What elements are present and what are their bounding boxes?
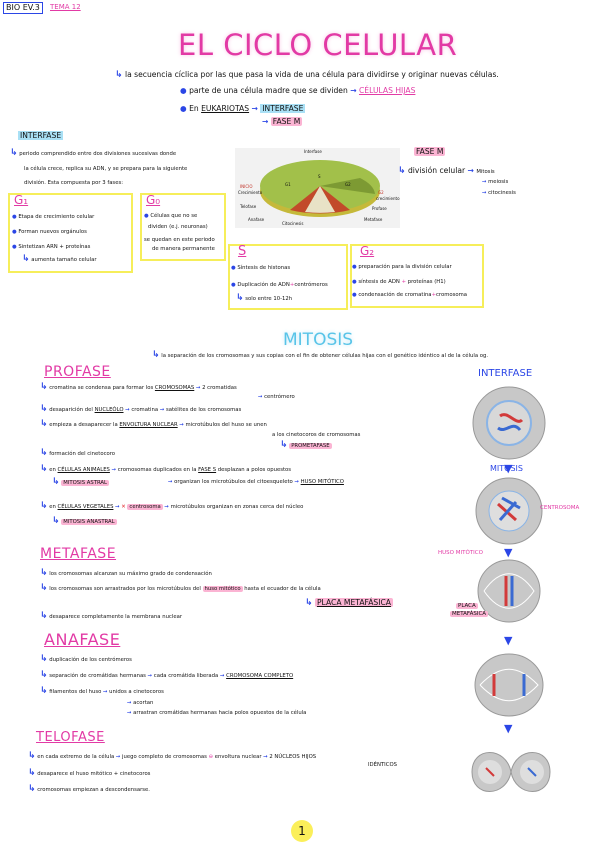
metafase-line-3: ↳ desaparece completamente la membrana n… [40, 611, 183, 621]
mitosis-heading: MITOSIS [283, 330, 354, 350]
g1-box [8, 193, 133, 273]
fasem-item-2: → meiosis [482, 179, 509, 185]
profase-prometafase: ↳ PROMETAFASE [280, 440, 332, 450]
profase-line-4: ↳ formación del cinetocoro [40, 448, 116, 458]
cycle-label-citoc: Citocinesis [282, 221, 304, 226]
g2-line-2: ● síntesis de ADN + proteínas (H1) [352, 279, 446, 285]
rc-centrosoma-label: CENTROSOMA [540, 505, 580, 511]
anafase-line-3: ↳ filamentos del huso → unidos a cinetoc… [40, 686, 164, 696]
g1-line-4: ↳ aumenta tamaño celular [22, 254, 97, 264]
anafase-heading: ANAFASE [44, 630, 121, 649]
cycle-label-g1: G1 [285, 182, 291, 187]
profase-heading: PROFASE [44, 364, 111, 380]
intro-bullet-2: ● En EUKARIOTAS → INTERFASE [180, 104, 306, 113]
telofase-line-1b: IDÉNTICOS [368, 762, 397, 768]
profase-mitosis-astral: ↳ MITOSIS ASTRAL [52, 477, 110, 487]
intro-line: ↳ la secuencia cíclica por las que pasa … [115, 70, 499, 80]
telofase-line-1: ↳ en cada extremo de la célula → juego c… [28, 751, 317, 761]
subject-tag: BIO EV.3 [3, 2, 43, 14]
profase-line-3: ↳ empieza a desaparecer la ENVOLTURA NUC… [40, 419, 267, 429]
metafase-line-2: ↳ los cromosomas son arrastrados por los… [40, 583, 321, 593]
cell-cycle-diagram [235, 148, 400, 228]
g1-title: G₁ [14, 193, 29, 207]
rc-interfase-label: INTERFASE [478, 368, 533, 379]
g2-line-1: ● preparación para la división celular [352, 264, 452, 270]
interfase-desc-3: división. Esta compuesta por 3 fases: [24, 180, 123, 186]
profase-line-3b: a los cinetocoros de cromosomas [272, 432, 361, 438]
anafase-line-3c: → arrastran cromátidas hermanas hacia po… [127, 710, 307, 716]
profase-line-1: ↳ cromatina se condensa para formar los … [40, 382, 237, 392]
profase-mitosis-anastral: ↳ MITOSIS ANASTRAL [52, 516, 117, 526]
anafase-line-3b: → acortan [127, 700, 154, 706]
interfase-desc-2: la célula crece, replica su ADN, y se pr… [24, 166, 188, 172]
profase-line-2: ↳ desaparición del NUCLEÓLO → cromatina … [40, 404, 242, 414]
interfase-desc-1: ↳ periodo comprendido entre dos division… [10, 148, 177, 158]
cycle-label-s: S [318, 174, 321, 179]
telofase-line-2: ↳ desaparece el huso mitótico + cinetoco… [28, 768, 151, 778]
profase-line-5: ↳ en CÉLULAS ANIMALES → cromosomas dupli… [40, 464, 292, 474]
arrow-1: ▼ [504, 462, 513, 475]
rc-placa-label-2: METAFÁSICA [450, 611, 489, 617]
mitosis-desc: ↳ la separación de los cromosomas y sus … [152, 350, 489, 360]
cycle-label-g2b-2: crecimiento [376, 196, 400, 201]
g0-title: G₀ [146, 193, 161, 207]
s-box [228, 244, 348, 310]
g1-line-3: ● Sintetizan ARN + proteínas [12, 244, 91, 250]
cycle-label-telofase: Telofase [240, 204, 257, 209]
metafase-heading: METAFASE [40, 546, 117, 562]
cycle-label-inicio-2: Crecimiento [238, 190, 263, 195]
rc-placa-label-1: PLACA [456, 603, 478, 609]
g0-line-2: dividen (e.j. neuronas) [148, 224, 208, 230]
g2-line-3: ● condensación de cromatina+cromosoma [352, 292, 468, 298]
g1-line-2: ● Forman nuevos orgánulos [12, 229, 87, 235]
metafase-line-1: ↳ los cromosomas alcanzan su máximo grad… [40, 568, 212, 578]
g2-box [350, 244, 484, 308]
fasem-label: ↳ división celular → Mitosis [398, 166, 495, 176]
telofase-line-3: ↳ cromosomas empiezan a descondensarse. [28, 784, 150, 794]
cell-profase-image [475, 477, 543, 545]
s-line-1: ● Síntesis de histonas [231, 265, 291, 271]
intro-fasem: → FASE M [262, 117, 303, 126]
cycle-label-anafase: Anafase [248, 217, 265, 222]
s-line-2: ● Duplicación de ADN+centrómeros [231, 282, 328, 288]
page-title: EL CICLO CELULAR [178, 28, 458, 62]
arrow-4: ▼ [504, 722, 513, 735]
anafase-line-1: ↳ duplicación de los centrómeros [40, 654, 132, 664]
cell-interfase-image [472, 386, 546, 460]
profase-line-6: ↳ en CÉLULAS VEGETALES → ✕ centrosoma → … [40, 501, 304, 511]
arrow-3: ▼ [504, 634, 513, 647]
interfase-heading: INTERFASE [18, 131, 64, 140]
cycle-label-g2b: G2 [378, 190, 384, 195]
topic-tag: TEMA 12 [50, 3, 81, 11]
cycle-label-inicio: INICIO [240, 184, 253, 189]
profase-line-5b: → organizan los microtúbulos del citoesq… [168, 479, 344, 485]
cell-anafase-image [474, 653, 544, 717]
cycle-label-top: Interfase [304, 149, 322, 154]
cycle-label-g2: G2 [345, 182, 351, 187]
g1-line-1: ● Etapa de crecimiento celular [12, 214, 95, 220]
cycle-label-profase: Profase [372, 206, 387, 211]
g2-title: G₂ [360, 244, 375, 258]
cell-telofase-image [471, 752, 551, 792]
rc-huso-label: HUSO MITÓTICO [438, 550, 483, 556]
arrow-2: ▼ [504, 546, 513, 559]
intro-bullet-1: ● parte de una célula madre que se divid… [180, 86, 416, 95]
rc-mitosis-label: MITOSIS [490, 464, 523, 473]
anafase-line-2: ↳ separación de cromátidas hermanas → ca… [40, 670, 294, 680]
s-line-3: ↳ solo entre 10-12h [236, 293, 293, 303]
cell-metafase-image [477, 559, 541, 623]
metafase-placa: ↳ PLACA METAFÁSICA [305, 598, 393, 608]
g0-line-1: ● Células que no se [144, 213, 198, 219]
cycle-label-metafase: Metafase [364, 217, 383, 222]
g0-box [140, 193, 226, 261]
s-title: S [238, 244, 247, 259]
profase-line-1b: → centrómero [258, 394, 295, 400]
g0-line-3: se quedan en este periodo [144, 237, 215, 243]
g0-line-4: de manera permanente [152, 246, 215, 252]
telofase-heading: TELOFASE [36, 730, 105, 745]
page-number: 1 [291, 820, 313, 842]
fasem-heading: FASE M [414, 147, 446, 156]
fasem-item-3: → citocinesis [482, 190, 516, 196]
